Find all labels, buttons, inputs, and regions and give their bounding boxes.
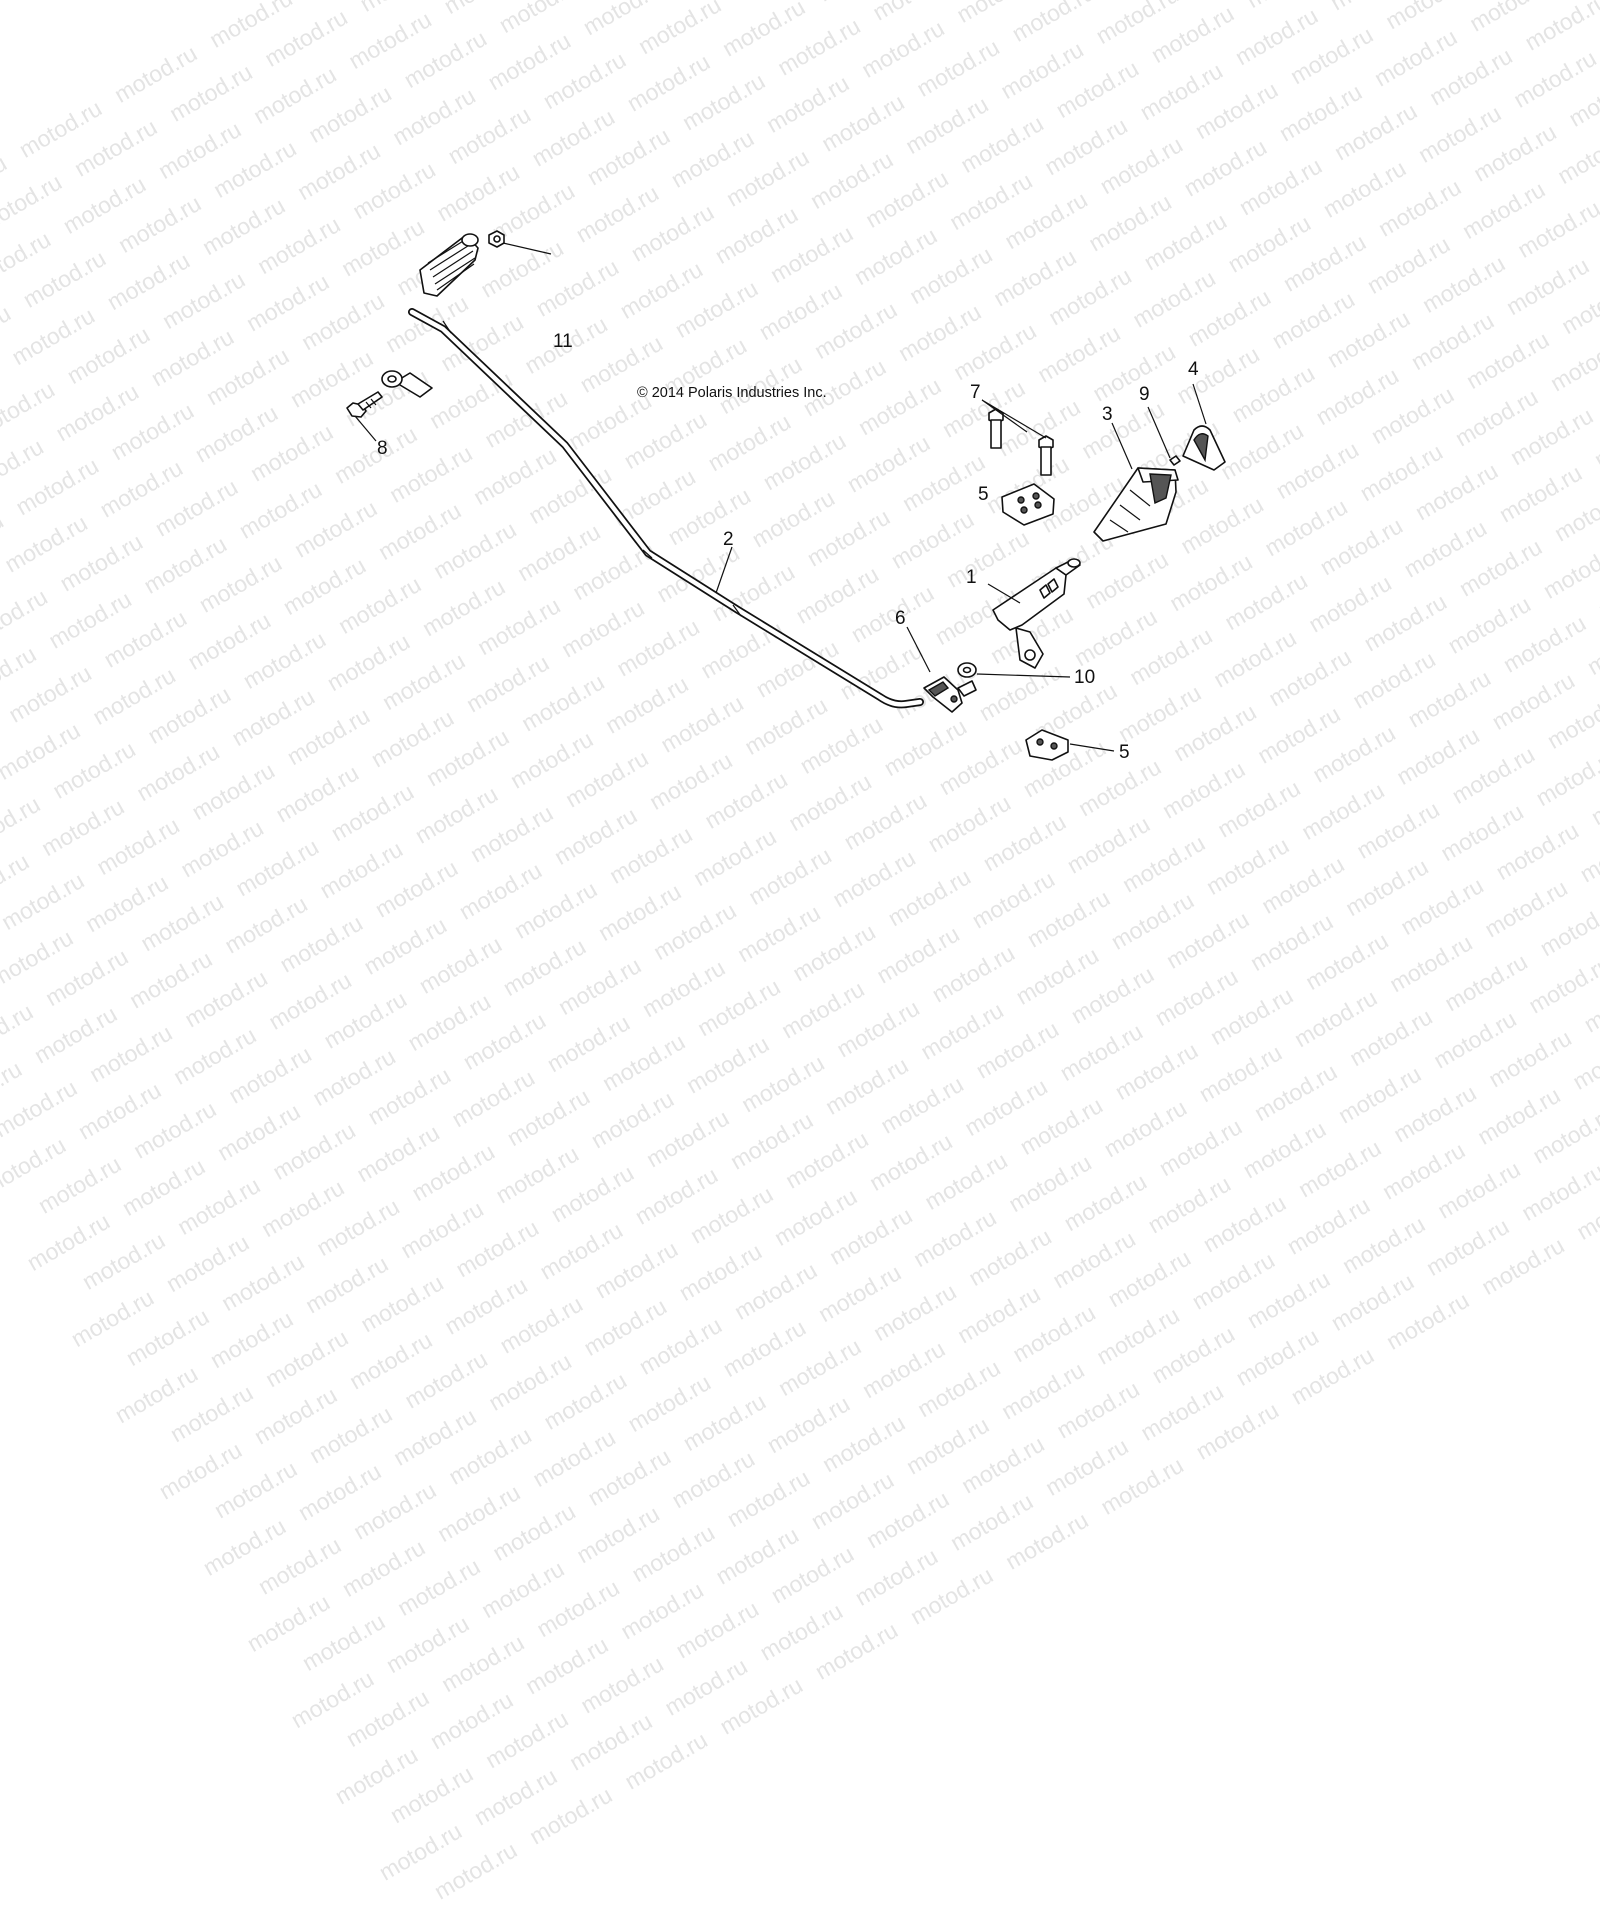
leader-10 [976,673,1071,678]
rubber-boot [419,233,479,297]
copyright-text: © 2014 Polaris Industries Inc. [637,385,827,401]
callout-1: 1 [966,567,977,588]
parts-diagram: © 2014 Polaris Industries Inc. [346,230,1226,763]
leader-6 [906,626,931,673]
callout-9: 9 [1139,384,1150,405]
leader-8 [354,415,377,442]
set-screw [1169,455,1181,466]
bushing-upper [1001,483,1055,526]
shift-boot [1093,467,1179,542]
callout-10: 10 [1074,667,1095,688]
bolts-pair [988,408,1054,476]
callout-7: 7 [970,382,981,403]
bushing-lower [1025,729,1069,761]
leader-9 [1147,406,1171,459]
callout-6: 6 [895,608,906,629]
leader-4 [1192,383,1207,425]
leader-11 [502,242,552,255]
rod-end [381,370,433,398]
leader-2 [715,546,733,594]
leader-5-lower [1069,743,1115,752]
bolt-left [346,391,383,418]
shift-lever [992,558,1081,669]
callout-5-lower: 5 [1119,742,1130,763]
callout-2: 2 [723,529,734,550]
callout-4: 4 [1188,359,1199,380]
callout-3: 3 [1102,404,1113,425]
callout-8: 8 [377,438,388,459]
knob-cap [1182,425,1226,471]
callout-11: 11 [553,331,573,352]
leader-7 [981,399,1047,439]
leader-3 [1111,422,1133,470]
shift-rod [381,308,924,709]
callout-5-upper: 5 [978,484,989,505]
retainer-clip [923,676,977,713]
nut [488,230,505,248]
washer [957,662,977,678]
leader-1 [987,583,1021,604]
